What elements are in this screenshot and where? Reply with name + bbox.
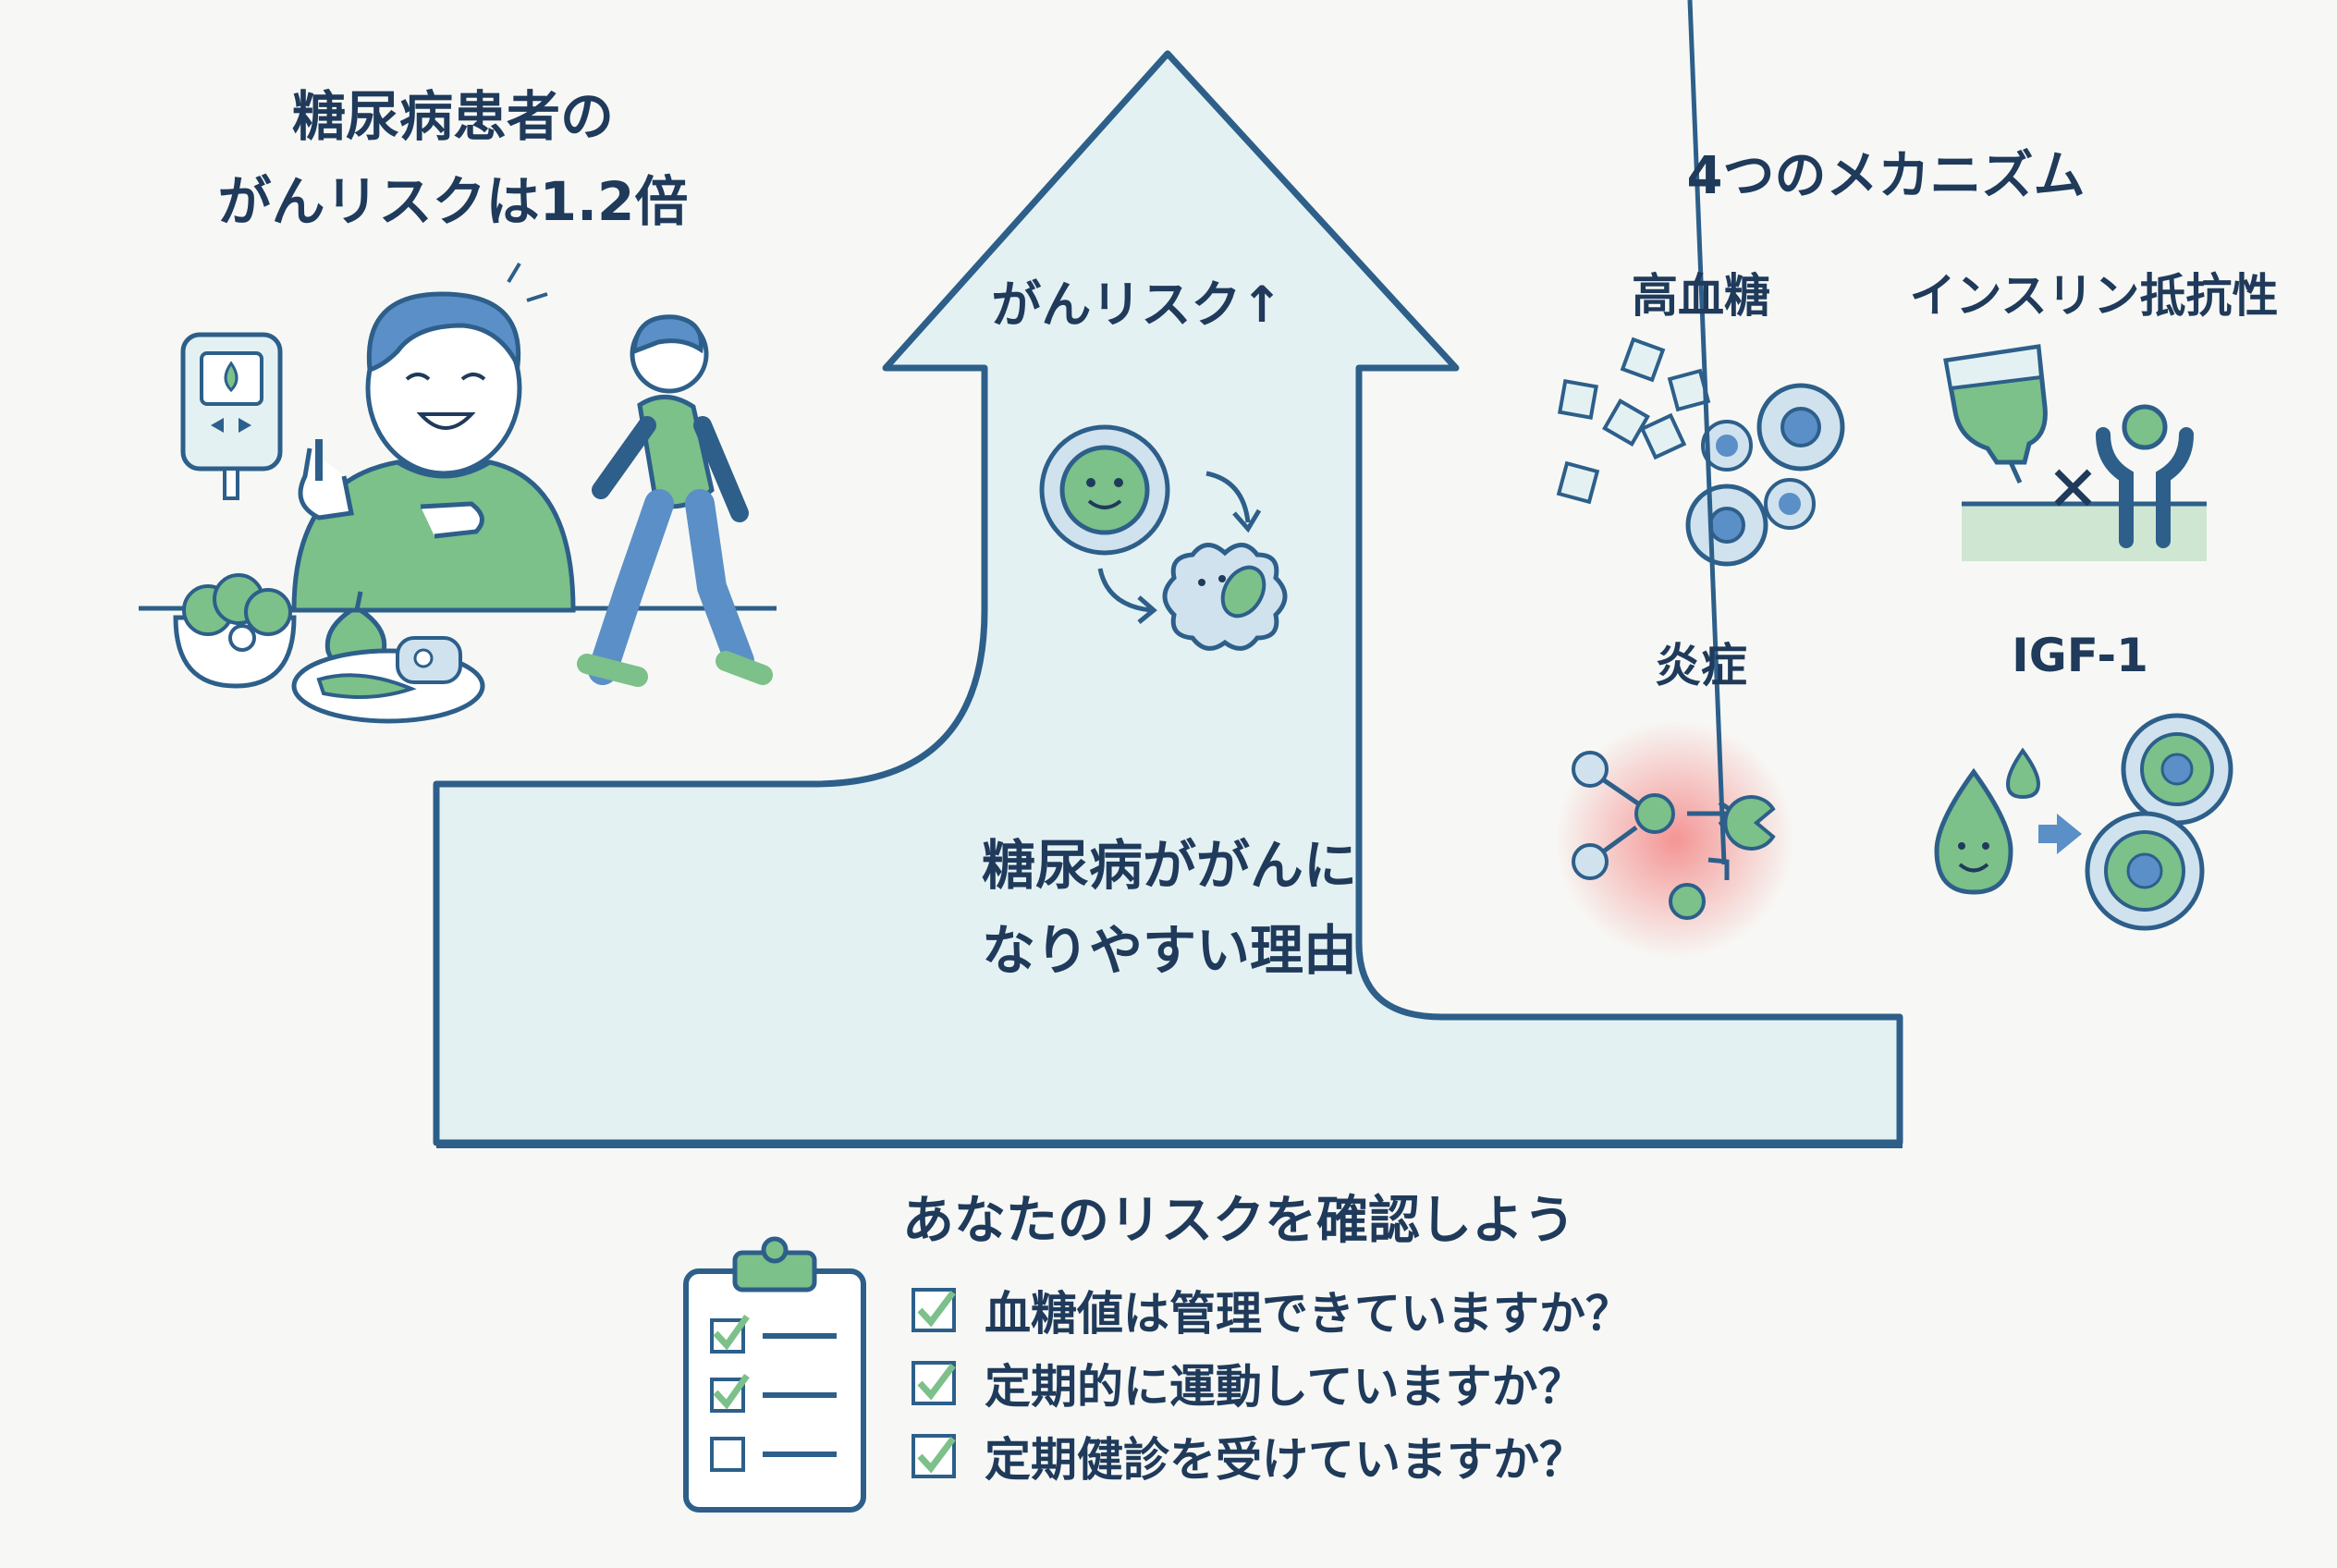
mechanisms-title: 4つのメカニズム [1686, 146, 2086, 206]
insulin-resistance-icon [1943, 344, 2207, 561]
arrow-label: がんリスク↑ [991, 276, 1283, 334]
plate-icon [291, 636, 485, 724]
lifestyle-illustration [139, 262, 777, 724]
reason-line2: なりやすい理由 [981, 919, 1357, 982]
headline-line1: 糖尿病患者の [291, 85, 614, 148]
headline-line2: がんリスクは1.2倍 [217, 170, 689, 233]
mechanism-label-insulin-resistance: インスリン抵抗性 [1909, 269, 2279, 323]
clipboard-icon [683, 1236, 866, 1513]
reason-line1: 糖尿病ががんに [981, 834, 1357, 897]
mechanism-label-hyperglycemia: 高血糖 [1632, 269, 1770, 323]
mechanism-label-igf-1: IGF-1 [2012, 629, 2148, 682]
checklist-item-label: 定期的に運動していますか？ [985, 1360, 1585, 1414]
checkbox-checked-icon[interactable] [911, 1360, 957, 1406]
checkbox-checked-icon[interactable] [911, 1287, 957, 1333]
checkbox-checked-icon[interactable] [911, 1433, 957, 1479]
seated-person-icon [291, 262, 576, 613]
hyperglycemia-icon [1556, 337, 1845, 567]
inflammation-icon [1555, 0, 1795, 960]
mechanism-label-inflammation: 炎症 [1655, 639, 1747, 692]
headline: 糖尿病患者の がんリスクは1.2倍 [139, 74, 767, 244]
reason-title: 糖尿病ががんに なりやすい理由 [906, 823, 1433, 993]
checklist-item-label: 定期健診を受けていますか？ [985, 1433, 1585, 1487]
cell-transformation-icon [1039, 424, 1288, 651]
checklist-item-label: 血糖値は管理できていますか？ [985, 1287, 1632, 1341]
checklist-item: 定期健診を受けていますか？ [911, 1424, 1585, 1488]
salad-bowl-icon [173, 573, 297, 689]
checklist-item: 定期的に運動していますか？ [911, 1351, 1585, 1415]
checklist-item: 血糖値は管理できていますか？ [911, 1278, 1632, 1342]
walking-person-icon [577, 314, 773, 687]
igf-1-icon [1934, 713, 2233, 931]
checklist-title: あなたのリスクを確認しよう [902, 1191, 1575, 1251]
glucose-meter-icon [180, 332, 283, 500]
